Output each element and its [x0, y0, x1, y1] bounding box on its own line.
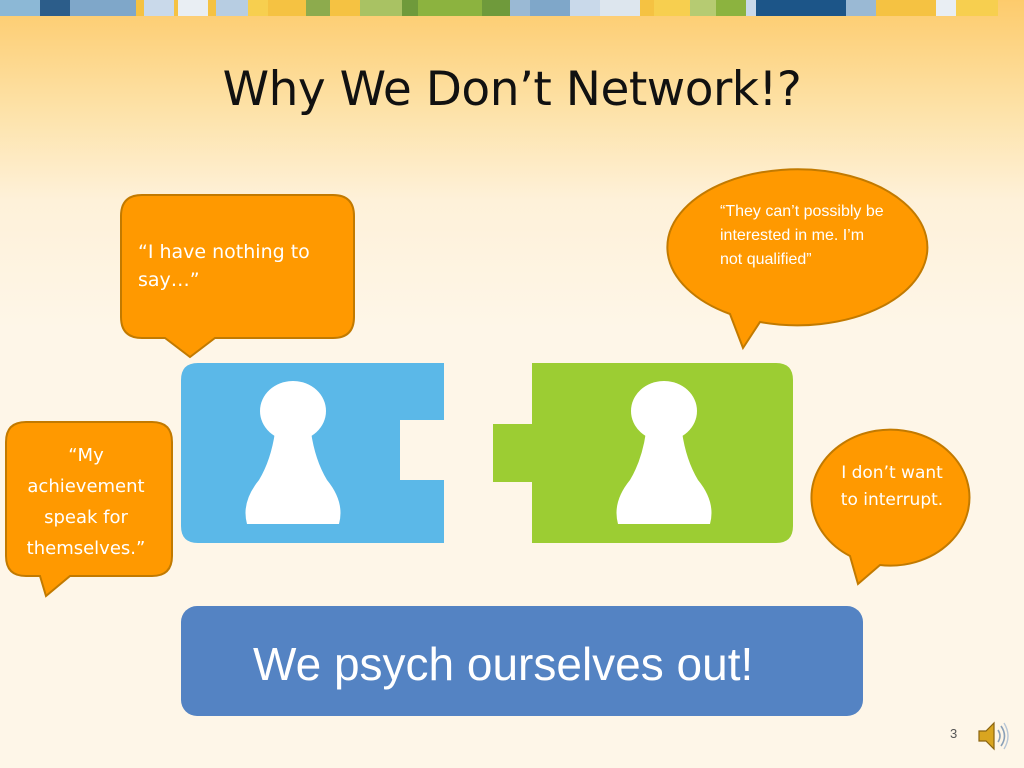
- bubble-text-interrupt: I don’t want to interrupt.: [840, 463, 944, 510]
- speech-bubble-interrupt: [810, 428, 971, 586]
- slide-number: 3: [950, 726, 958, 741]
- conclusion-banner: We psych ourselves out!: [181, 606, 863, 716]
- speech-bubble-achievement: [5, 421, 173, 598]
- slide-title: Why We Don’t Network!?: [222, 62, 802, 117]
- bubble-text-achievement: “My achievement speak for themselves.”: [26, 445, 146, 559]
- decorative-top-stripe: [0, 0, 1024, 16]
- person-silhouette-icon: [616, 381, 712, 524]
- speech-bubble-not-qualified: [666, 168, 929, 351]
- speaker-icon[interactable]: [975, 718, 1011, 754]
- person-silhouette-icon: [245, 381, 341, 524]
- bubble-text-not-qualified: “They can’t possibly be interested in me…: [720, 203, 884, 268]
- banner-text: We psych ourselves out!: [253, 638, 754, 690]
- bubble-text-nothing-to-say: “I have nothing to say…”: [138, 241, 310, 291]
- speech-bubble-nothing-to-say: [120, 194, 355, 359]
